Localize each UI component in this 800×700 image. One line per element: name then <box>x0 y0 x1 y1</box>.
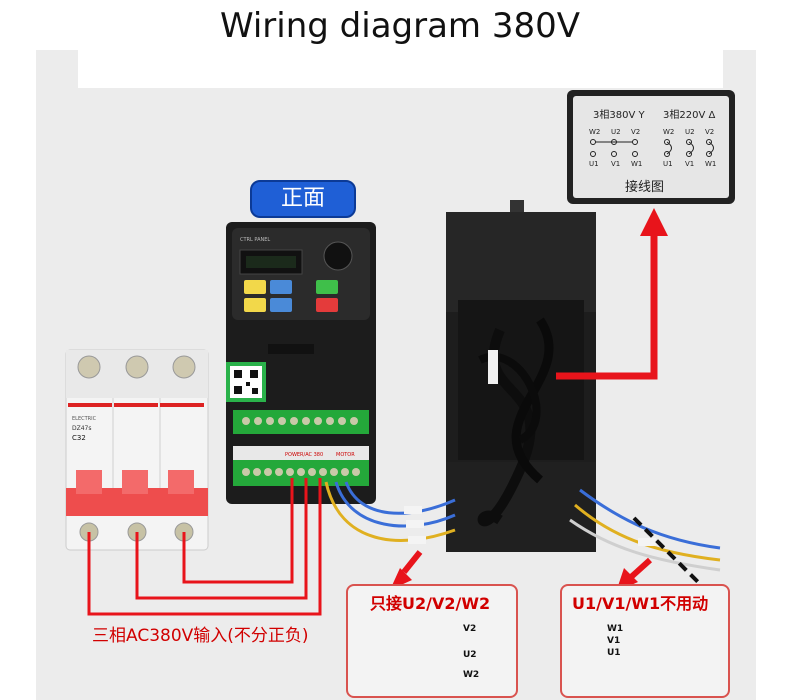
chart-terminal-symbols <box>590 139 714 157</box>
chart-bottom-right-v1: V1 <box>685 160 695 168</box>
card-left-caption: 只接U2/V2/W2 <box>370 594 491 613</box>
chart-top-right-v2: V2 <box>705 128 715 136</box>
chart-top-left-v2: V2 <box>631 128 641 136</box>
chart-bottom-right-u1: U1 <box>663 160 673 168</box>
card-left <box>346 584 518 698</box>
wire-unused-white <box>569 518 721 572</box>
inverter-brand: CTRL PANEL <box>240 237 270 243</box>
arrow-to-chart <box>556 208 668 380</box>
input-label: 三相AC380V输入(不分正负) <box>92 626 309 646</box>
chart-left-header: 3相380V Y <box>593 110 645 121</box>
motor <box>446 200 596 552</box>
inverter-power-group: POWER/AC 380 <box>285 452 323 458</box>
connection-chart-panel: 3相380V Y 3相220V Δ W2 U2 V2 W2 U2 V2 U1 V… <box>573 96 729 198</box>
chart-top-left-w2: W2 <box>589 128 601 136</box>
chart-top-right-u2: U2 <box>685 128 695 136</box>
card-left-wire-v2: V2 <box>463 624 477 634</box>
chart-caption: 接线图 <box>625 180 665 195</box>
circuit-breaker <box>65 349 209 551</box>
breaker-rating: C32 <box>72 434 86 442</box>
card-right-wire-u1: U1 <box>607 648 621 658</box>
top-white-strip <box>78 50 723 88</box>
input-wiring <box>87 478 322 616</box>
diagram-title: Wiring diagram 380V <box>219 6 581 44</box>
inverter-drive <box>226 222 376 504</box>
wire-blue-1 <box>344 481 456 515</box>
card-left-wire-w2: W2 <box>463 670 480 680</box>
chart-right-header: 3相220V Δ <box>663 110 716 121</box>
wire-unused-blue <box>579 488 721 550</box>
wire-blue-2 <box>334 481 456 528</box>
chart-bottom-left-v1: V1 <box>611 160 621 168</box>
card-right-wire-w1: W1 <box>607 624 624 634</box>
card-left-wire-u2: U2 <box>463 650 477 660</box>
dashed-cut-line <box>632 516 708 592</box>
chart-top-left-u2: U2 <box>611 128 621 136</box>
chart-bottom-left-u1: U1 <box>589 160 599 168</box>
breaker-model: DZ47s <box>72 425 92 432</box>
card-right-caption: U1/V1/W1不用动 <box>572 594 709 613</box>
wire-yellow-1 <box>324 481 456 542</box>
breaker-brand: ELECTRIC <box>72 416 97 422</box>
front-badge: 正面 <box>250 180 356 218</box>
chart-bottom-right-w1: W1 <box>705 160 717 168</box>
wire-unused-yellow <box>574 503 721 562</box>
chart-bottom-left-w1: W1 <box>631 160 643 168</box>
chart-top-right-w2: W2 <box>663 128 675 136</box>
inverter-motor-group: MOTOR <box>336 452 355 458</box>
connection-chart: 3相380V Y 3相220V Δ W2 U2 V2 W2 U2 V2 U1 V… <box>567 90 735 204</box>
card-right <box>560 584 730 698</box>
card-right-wire-v1: V1 <box>607 636 621 646</box>
